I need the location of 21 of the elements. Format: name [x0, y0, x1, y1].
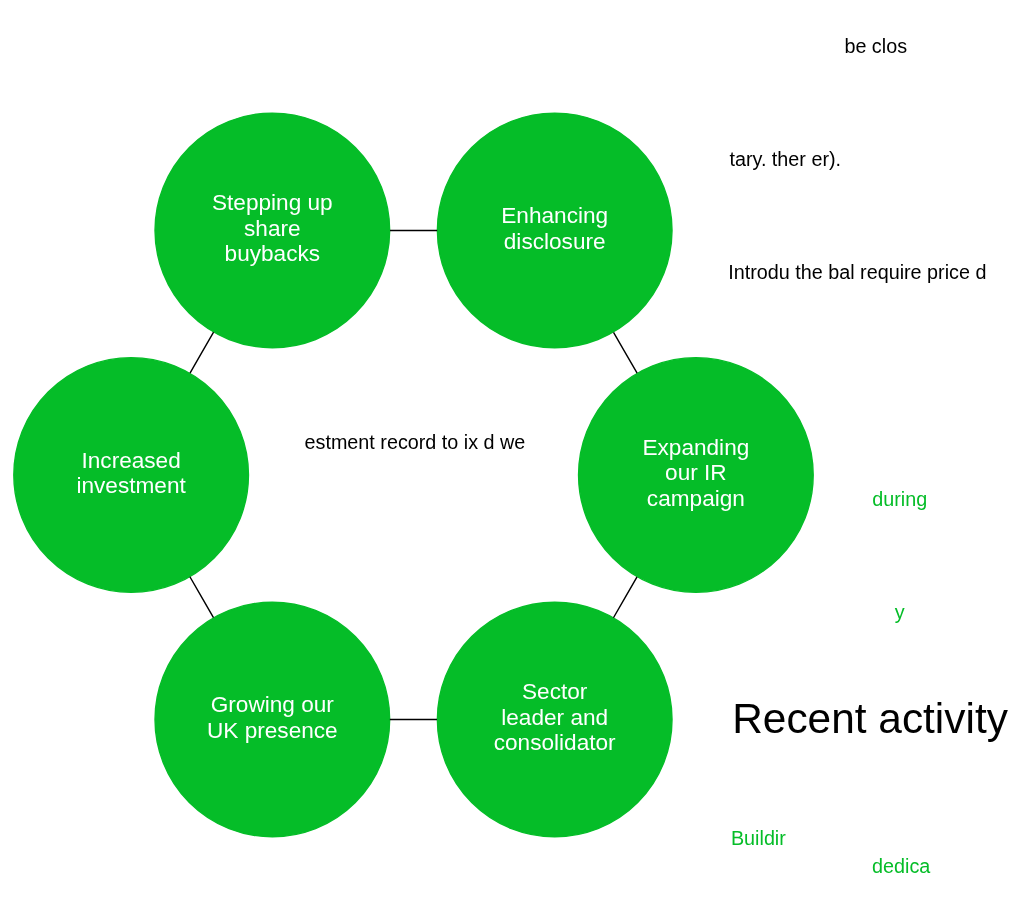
- label: be clos: [844, 35, 908, 58]
- node-circle: Sector leader and consolidator: [436, 601, 673, 838]
- label: y: [894, 600, 905, 623]
- label: Recent activity: [732, 694, 1008, 742]
- connector: [612, 331, 638, 374]
- node-circle: Increased investment: [13, 356, 250, 593]
- label: Introdu the bal require price d: [728, 261, 987, 284]
- label: dedica: [872, 855, 931, 878]
- node-circle: Expanding our IR campaign: [577, 356, 814, 593]
- label: Buildir: [730, 826, 786, 849]
- label: during: [872, 487, 928, 510]
- node-circle: Stepping up share buybacks: [154, 112, 391, 349]
- connector: [389, 229, 438, 232]
- label: estment record to ix d we: [304, 431, 526, 454]
- connector: [612, 576, 638, 619]
- connector: [189, 576, 215, 619]
- node-circle: Growing our UK presence: [154, 601, 391, 838]
- connector: [389, 718, 438, 721]
- connector: [189, 331, 215, 374]
- node-circle: Enhancing disclosure: [436, 112, 673, 349]
- label: tary. ther er).: [729, 148, 842, 171]
